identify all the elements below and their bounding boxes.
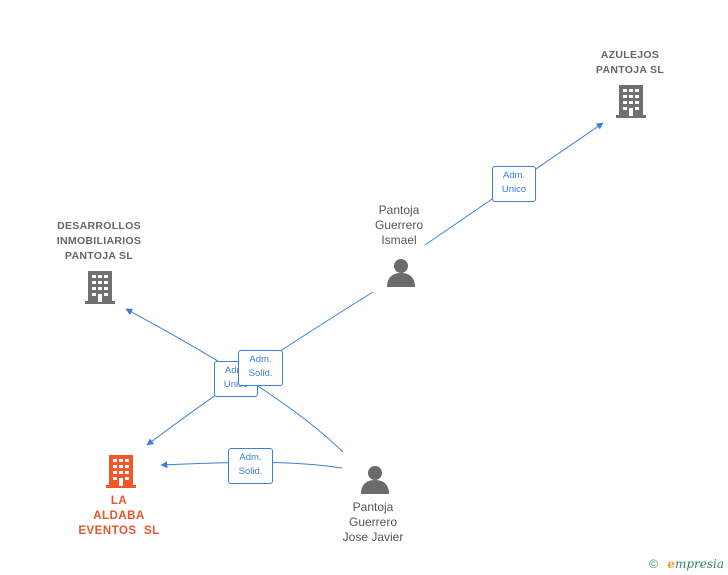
company-name-line: PANTOJA SL (595, 64, 665, 76)
company-name-line: AZULEJOS (600, 49, 660, 61)
building-icon[interactable] (84, 270, 116, 304)
company-name-line: EVENTOS SL (78, 525, 160, 537)
company-label-azulejos[interactable]: AZULEJOS PANTOJA SL (580, 48, 680, 78)
person-name-line: Jose Javier (342, 530, 404, 544)
company-name-line: DESARROLLOS (57, 220, 141, 232)
edge-label-adm-unico[interactable]: Adm. Unico (492, 166, 536, 202)
person-label-jose[interactable]: Pantoja Guerrero Jose Javier (323, 500, 423, 545)
company-name-line: PANTOJA SL (64, 250, 134, 262)
edge-label-adm-solid[interactable]: Adm. Solid. (228, 448, 273, 484)
company-name-line: LA (110, 495, 128, 507)
edge-label-adm-solid[interactable]: Adm. Solid. (238, 350, 283, 386)
person-name-line: Ismael (381, 233, 417, 247)
person-name-line: Pantoja (378, 203, 420, 217)
footer-brand: © empresia (649, 557, 724, 571)
company-name-line: ALDABA (93, 510, 145, 522)
person-icon[interactable] (386, 257, 416, 287)
person-name-line: Guerrero (348, 515, 398, 529)
person-icon[interactable] (360, 464, 390, 494)
company-name-line: INMOBILIARIOS (56, 235, 142, 247)
brand-logo: empresia (667, 557, 724, 571)
building-icon[interactable] (615, 84, 647, 118)
company-label-aldaba[interactable]: LA ALDABA EVENTOS SL (64, 494, 174, 539)
person-label-ismael[interactable]: Pantoja Guerrero Ismael (349, 203, 449, 248)
person-name-line: Guerrero (374, 218, 424, 232)
copyright-icon: © (649, 557, 658, 571)
building-icon[interactable] (105, 454, 137, 488)
company-label-desarrollos[interactable]: DESARROLLOS INMOBILIARIOS PANTOJA SL (44, 219, 154, 264)
person-name-line: Pantoja (352, 500, 394, 514)
